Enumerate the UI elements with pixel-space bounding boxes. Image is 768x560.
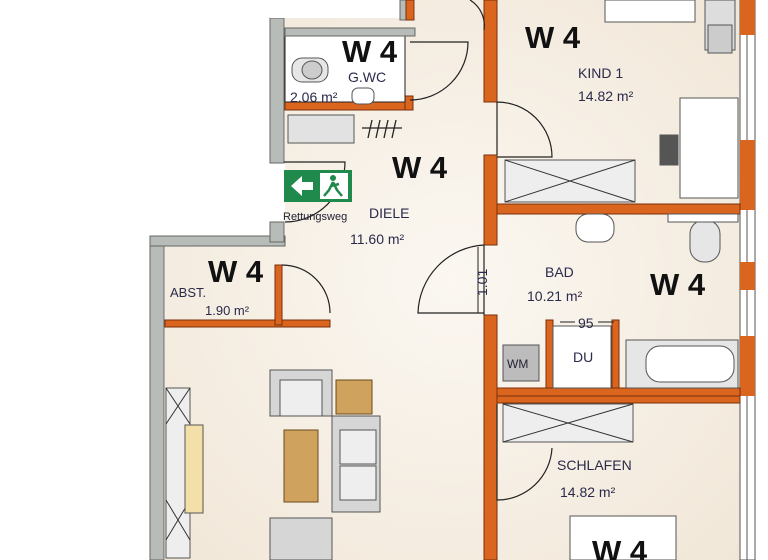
fixtures (165, 0, 739, 560)
room-name-schlafen: SCHLAFEN (557, 457, 632, 473)
unit-label-abst: W 4 (208, 254, 264, 289)
room-name-gwc: G.WC (348, 69, 386, 85)
room-area-gwc: 2.06 m² (290, 89, 338, 105)
room-area-diele: 11.60 m² (350, 231, 405, 247)
room-name-bad: BAD (545, 264, 574, 280)
room-name-du: DU (573, 349, 593, 365)
room-area-kind1: 14.82 m² (578, 88, 634, 104)
room-area-bad: 10.21 m² (527, 288, 583, 304)
doors (281, 0, 553, 501)
door-width-dimension: 1.01 (474, 269, 490, 296)
stair-marker (362, 119, 402, 139)
room-area-schlafen: 14.82 m² (560, 484, 616, 500)
unit-label-gwc: W 4 (342, 34, 398, 69)
unit-label-bad: W 4 (650, 267, 706, 302)
room-name-abst: ABST. (170, 285, 206, 300)
escape-route-label: Rettungsweg (283, 211, 347, 223)
unit-label-schlafen: W 4 (592, 534, 648, 560)
shower-width-dimension: 95 (578, 315, 594, 331)
exterior-walls (149, 0, 415, 560)
unit-label-kind1: W 4 (525, 20, 581, 55)
room-area-abst: 1.90 m² (205, 303, 250, 318)
washing-machine-label: WM (507, 357, 528, 371)
room-name-kind1: KIND 1 (578, 65, 623, 81)
right-facade (739, 0, 756, 560)
emergency-exit-sign (284, 170, 352, 202)
unit-label-diele: W 4 (392, 150, 448, 185)
dimension-lines (477, 247, 614, 323)
room-name-diele: DIELE (369, 205, 409, 221)
